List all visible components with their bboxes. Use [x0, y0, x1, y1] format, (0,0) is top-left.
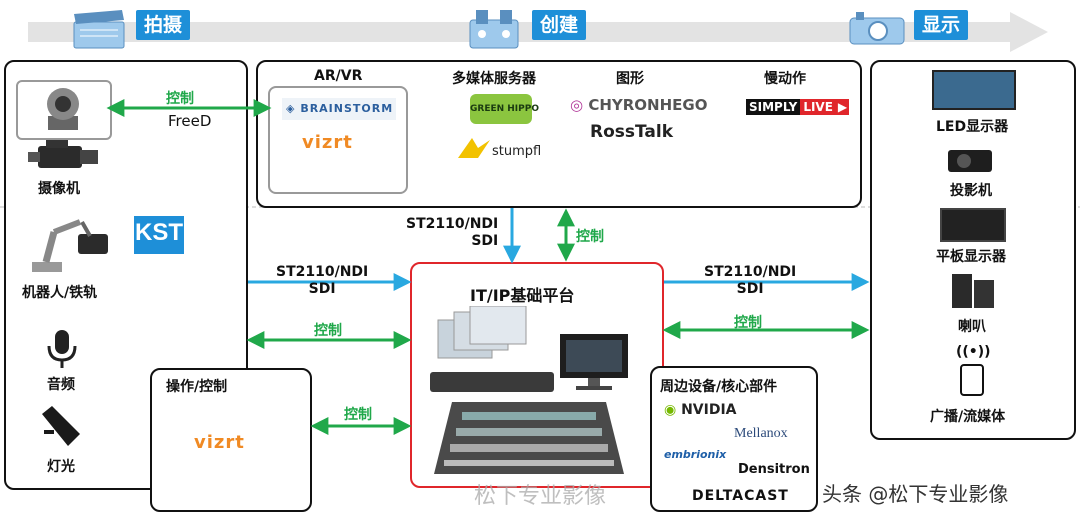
robot-label: 机器人/铁轨	[22, 285, 98, 301]
led-label: LED显示器	[936, 119, 1009, 135]
mobile-icon	[960, 364, 984, 396]
projector-device-icon	[946, 144, 994, 174]
brainstorm-logo-text: BRAINSTORM	[300, 102, 394, 115]
watermark-center: 松下专业影像	[474, 484, 607, 509]
brainstorm-logo-mark: ◈	[286, 102, 296, 115]
arvr-title: AR/VR	[314, 68, 363, 84]
camera-control-label: 控制	[166, 91, 194, 107]
mellanox-logo: Mellanox	[734, 426, 788, 442]
monitor-icon	[558, 332, 630, 390]
audio-label: 音频	[47, 377, 75, 393]
flat-panel-icon	[940, 208, 1006, 242]
chyronhego-logo: ◎ CHYRONHEGO	[570, 96, 707, 114]
ops-control-label: 控制	[344, 407, 372, 423]
server-rack-icon	[430, 372, 554, 392]
control-panel-icon	[466, 6, 522, 50]
light-label: 灯光	[47, 459, 75, 475]
creation-panel	[256, 60, 862, 208]
speaker-icon	[950, 272, 998, 310]
operation-title: 操作/控制	[166, 379, 228, 395]
densitron-logo: Densitron	[738, 462, 810, 477]
mellanox-text: Mellanox	[734, 426, 788, 441]
left-control-label: 控制	[314, 323, 342, 339]
slowmo-title: 慢动作	[764, 71, 806, 87]
left-signal-label: ST2110/NDI SDI	[276, 264, 368, 298]
clapperboard-icon	[72, 8, 126, 50]
deltacast-logo: DELTACAST	[692, 488, 789, 504]
broadcast-wave-icon: ((•))	[956, 344, 991, 360]
switcher-console-icon	[432, 398, 626, 478]
deltacast-text: DELTACAST	[692, 488, 789, 504]
spotlight-icon	[38, 404, 84, 448]
multiviewer-screens-icon	[436, 305, 528, 362]
display-panel	[870, 60, 1076, 440]
watermark-right: 头条 @松下专业影像	[822, 482, 1009, 506]
projector-label: 投影机	[950, 183, 992, 199]
simplylive-live: LIVE	[800, 99, 836, 115]
top-control-label: 控制	[576, 229, 604, 245]
right-signal-label: ST2110/NDI SDI	[704, 264, 796, 298]
brainstorm-logo: ◈ BRAINSTORM	[282, 98, 396, 120]
stage-label-capture: 拍摄	[136, 10, 191, 40]
stage-label-display: 显示	[914, 10, 969, 40]
top-signal-label: ST2110/NDI SDI	[406, 216, 498, 250]
simplylive-simply: SIMPLY	[746, 99, 801, 115]
robotic-arm-icon	[24, 208, 112, 274]
right-signal-line1: ST2110/NDI	[704, 264, 797, 280]
densitron-text: Densitron	[738, 462, 810, 477]
nvidia-logo: ◉ NVIDIA	[664, 402, 737, 418]
green-hippo-logo: GREEN HIPPO	[470, 94, 539, 124]
microphone-icon	[44, 328, 80, 370]
chyronhego-logo-text: CHYRONHEGO	[588, 96, 708, 114]
top-signal-line2: SDI	[471, 233, 499, 249]
vizrt-logo-text: vizrt	[302, 132, 353, 153]
media-server-title: 多媒体服务器	[452, 71, 536, 87]
ptz-camera-icon	[47, 88, 79, 130]
kst-logo-text: KST	[135, 219, 183, 246]
vizrt-logo: vizrt	[302, 132, 353, 153]
stumpfl-logo-text: stumpfl	[492, 144, 542, 159]
stumpfl-logo: stumpfl	[492, 144, 541, 159]
right-control-label: 控制	[734, 315, 762, 331]
platform-title: IT/IP基础平台	[470, 286, 575, 305]
peripherals-title: 周边设备/核心部件	[660, 379, 778, 395]
operation-vizrt-logo: vizrt	[194, 432, 245, 453]
peripherals-panel	[650, 366, 818, 512]
operation-vizrt-text: vizrt	[194, 432, 245, 453]
chyronhego-logo-mark: ◎	[570, 96, 584, 114]
left-signal-line1: ST2110/NDI	[276, 264, 369, 280]
embrionix-text: embrionix	[664, 448, 727, 461]
operation-panel	[150, 368, 312, 512]
green-hippo-logo-text: GREEN HIPPO	[470, 104, 540, 114]
projector-icon	[848, 8, 906, 48]
top-signal-line1: ST2110/NDI	[406, 216, 499, 232]
freed-label: FreeD	[168, 112, 212, 130]
stumpfl-mark-icon	[456, 136, 492, 160]
stage-label-create: 创建	[532, 10, 587, 40]
nvidia-text: NVIDIA	[681, 402, 737, 418]
camcorder-icon	[28, 138, 100, 174]
arvr-vendor-frame	[268, 86, 408, 194]
nvidia-eye-icon: ◉	[664, 402, 677, 418]
graphics-title: 图形	[616, 71, 644, 87]
embrionix-logo: embrionix	[664, 448, 726, 461]
simplylive-play-icon: ▶	[835, 99, 850, 115]
led-display-icon	[932, 70, 1016, 110]
flat-panel-label: 平板显示器	[936, 249, 1006, 265]
rosstalk-logo-text: RossTalk	[590, 122, 674, 142]
right-signal-line2: SDI	[736, 281, 764, 297]
speaker-label: 喇叭	[958, 319, 986, 335]
camera-label: 摄像机	[38, 181, 80, 197]
broadcast-label: 广播/流媒体	[930, 409, 1006, 425]
rosstalk-logo: RossTalk	[590, 122, 673, 142]
left-signal-line2: SDI	[308, 281, 336, 297]
kst-logo: KST	[134, 216, 184, 254]
